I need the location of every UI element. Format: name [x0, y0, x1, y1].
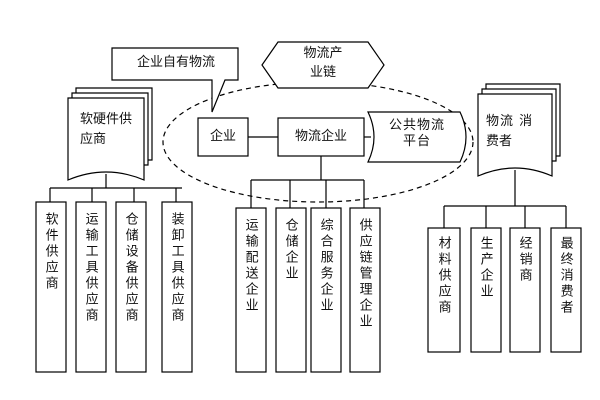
right-child-box-1 — [427, 227, 461, 353]
left-child-box-4 — [161, 201, 193, 373]
left-doc-front — [67, 97, 145, 181]
left-title-line-1: 软硬件供 — [80, 112, 133, 127]
chain-label-line-1: 物流产 — [303, 46, 343, 61]
chain-hexagon — [261, 41, 385, 89]
right-child-1: 材料供应商 — [435, 236, 451, 316]
middle-child-2: 仓储企业 — [282, 218, 298, 282]
left-child-box-3 — [115, 201, 147, 373]
middle-child-4: 供应链管理企业 — [356, 218, 372, 330]
right-child-4: 最终消费者 — [557, 236, 573, 316]
company-box — [197, 117, 249, 157]
middle-child-box-4 — [349, 207, 381, 373]
right-child-2: 生产企业 — [477, 236, 493, 300]
right-child-box-4 — [550, 227, 582, 353]
right-title-line-1: 物流 消 — [486, 114, 534, 129]
middle-child-box-1 — [235, 207, 267, 373]
left-child-3: 仓储设备供应商 — [122, 212, 138, 324]
company-label: 企业 — [209, 129, 236, 144]
public-platform-label: 公共物流平台 — [388, 118, 445, 149]
right-title-line-2: 费者 — [486, 134, 513, 149]
left-title-line-2: 应商 — [80, 132, 107, 147]
left-child-2: 运输工具供应商 — [82, 212, 98, 324]
left-child-box-2 — [75, 201, 107, 373]
left-child-1: 软件供应商 — [42, 212, 58, 292]
left-child-box-1 — [35, 201, 67, 373]
middle-child-box-2 — [275, 207, 307, 373]
right-child-box-3 — [509, 227, 541, 353]
public-platform-shape — [367, 111, 467, 163]
middle-child-1: 运输配送企业 — [242, 218, 258, 314]
middle-child-box-3 — [310, 207, 342, 373]
callout-bubble — [111, 47, 239, 113]
right-child-box-2 — [470, 227, 502, 353]
logistics-company-label: 物流企业 — [294, 129, 347, 144]
left-child-4: 装卸工具供应商 — [168, 212, 184, 324]
right-doc-front — [477, 93, 553, 177]
middle-child-3: 综合服务企业 — [317, 218, 333, 314]
callout-label: 企业自有物流 — [136, 55, 215, 70]
chain-label-line-2: 业链 — [309, 65, 336, 80]
right-child-3: 经销商 — [516, 236, 532, 284]
